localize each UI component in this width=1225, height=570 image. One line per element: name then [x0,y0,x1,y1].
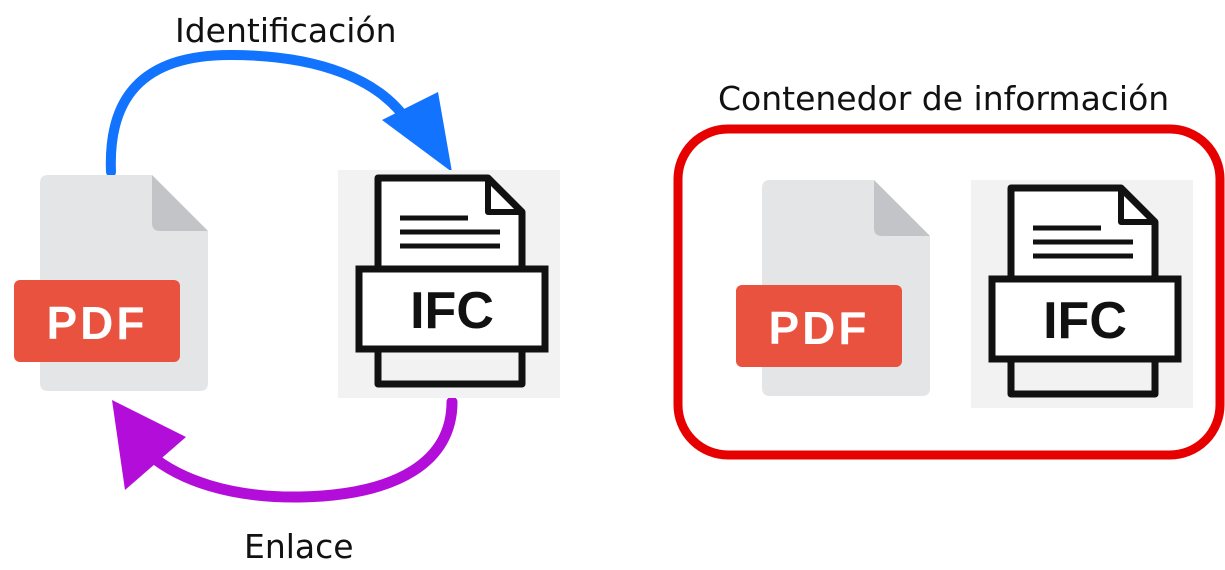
link-arrow [112,396,458,503]
pdf-file-icon: PDF [14,175,208,391]
ifc-badge-label: IFC [410,282,494,340]
ifc-file-icon: IFC [338,170,560,398]
pdf-badge-label: PDF [47,297,148,349]
pdf-badge-label-container: PDF [769,302,870,354]
identification-label: Identificación [175,11,397,50]
pdf-file-icon-container: PDF [736,180,930,396]
ifc-badge-label-container: IFC [1043,292,1127,350]
identification-arrow [105,49,452,177]
information-container [673,124,1225,460]
link-label: Enlace [244,527,354,566]
ifc-file-icon-container: IFC [971,180,1193,408]
container-label: Contenedor de información [718,79,1170,118]
